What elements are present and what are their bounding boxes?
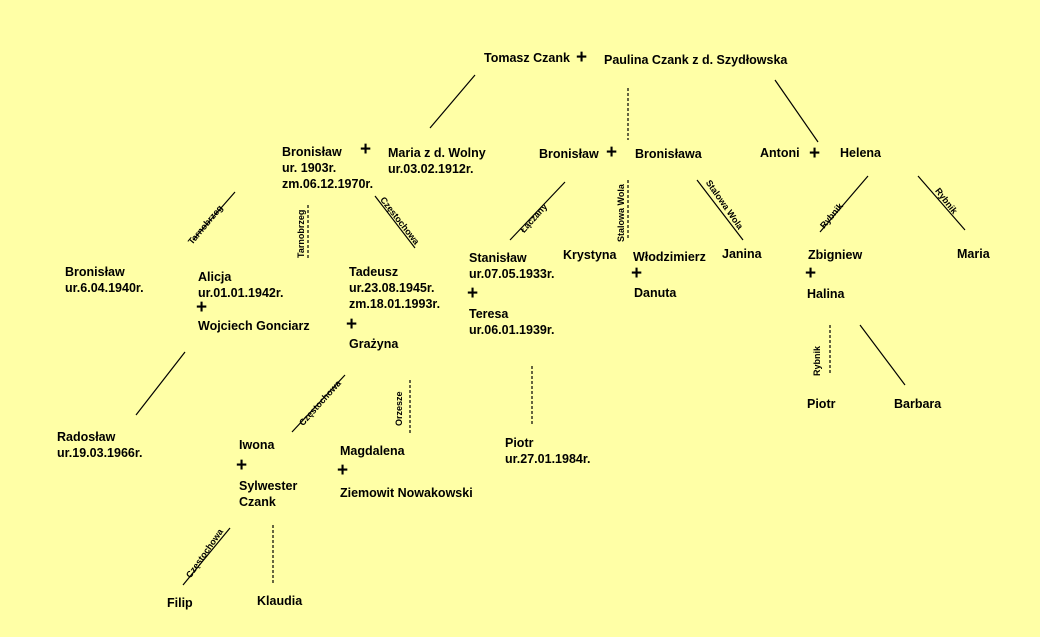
person-barbara: Barbara: [894, 397, 942, 411]
link-tomasz-bronislaw: [429, 74, 476, 129]
person-filip: Filip: [167, 596, 193, 610]
marriage-plus: +: [346, 314, 358, 335]
place-label: Rybnik: [812, 345, 822, 376]
place-label: Orzesze: [394, 391, 404, 426]
link-zbigniew-barbara: [859, 324, 906, 386]
marriage-plus: +: [606, 142, 618, 163]
marriage-plus: +: [360, 139, 372, 160]
link-helena-zbigniew: [819, 175, 869, 233]
link-helena-maria: [917, 175, 966, 231]
person-zbigniew: Zbigniew: [808, 248, 863, 262]
person-helena: Helena: [840, 146, 881, 160]
link-tadeusz-iwona: [291, 374, 346, 433]
person-bronislawa: Bronisława: [635, 147, 702, 161]
link-bronislaw2-stanislaw: [509, 181, 566, 241]
person-piotr: Piotr: [807, 397, 836, 411]
marriage-plus: +: [631, 263, 643, 284]
person-ziemowit-nowakowski: Ziemowit Nowakowski: [340, 486, 473, 500]
link-iwona-filip: [182, 527, 231, 586]
person-paulina-czank: Paulina Czank z d. Szydłowska: [604, 53, 788, 67]
link-bronislaw-bronislaw3: [192, 191, 236, 241]
place-label: Stalowa Wola: [616, 184, 626, 242]
person-bronislaw-2: Bronisław: [539, 147, 599, 161]
link-alicja-radoslaw: [135, 351, 186, 416]
person-wojciech-gonciarz: Wojciech Gonciarz: [198, 319, 310, 333]
person-klaudia: Klaudia: [257, 594, 303, 608]
marriage-plus: +: [576, 47, 588, 68]
marriage-plus: +: [337, 460, 349, 481]
person-tomasz-czank: Tomasz Czank: [484, 51, 570, 65]
person-grazyna: Grażyna: [349, 337, 399, 351]
marriage-plus: +: [236, 455, 248, 476]
marriage-plus: +: [809, 143, 821, 164]
person-iwona: Iwona: [239, 438, 275, 452]
link-bronislaw2-janina: [696, 179, 744, 241]
person-krystyna: Krystyna: [563, 248, 617, 262]
marriage-plus: +: [196, 297, 208, 318]
person-wlodzimierz: Włodzimierz: [633, 250, 706, 264]
person-antoni: Antoni: [760, 146, 800, 160]
link-tomasz-antoni: [774, 79, 819, 143]
marriage-plus: +: [467, 283, 479, 304]
place-label: Tarnobrzeg: [296, 209, 306, 258]
person-halina: Halina: [807, 287, 845, 301]
person-magdalena: Magdalena: [340, 444, 405, 458]
link-bronislaw-tadeusz: [374, 195, 416, 249]
person-maria-rybnik: Maria: [957, 247, 990, 261]
person-janina: Janina: [722, 247, 762, 261]
marriage-plus: +: [805, 263, 817, 284]
person-danuta: Danuta: [634, 286, 677, 300]
